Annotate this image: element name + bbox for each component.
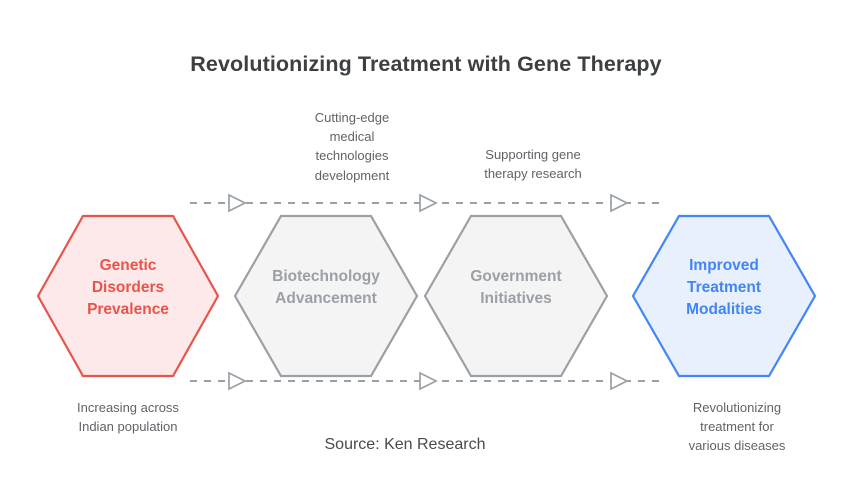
caption-line: Supporting gene bbox=[485, 147, 581, 162]
caption-line: Increasing across bbox=[77, 400, 179, 415]
caption-line: Indian population bbox=[78, 419, 178, 435]
hexagon-biotechnology-advancement[interactable] bbox=[233, 214, 419, 378]
caption-line: various diseases bbox=[688, 438, 786, 454]
caption-line: Cutting-edge bbox=[314, 110, 390, 125]
caption-line: Revolutionizing bbox=[692, 400, 782, 415]
page-title: Revolutionizing Treatment with Gene Ther… bbox=[190, 52, 662, 76]
bottom-arrow-icon-1 bbox=[228, 371, 247, 391]
top-arrow-icon-1 bbox=[228, 193, 247, 213]
caption-line: development bbox=[314, 167, 390, 183]
top-arrow-icon-3 bbox=[610, 193, 629, 213]
caption-line: technologies bbox=[315, 148, 389, 164]
caption-line: treatment for bbox=[700, 419, 774, 435]
hexagon-government-initiatives[interactable] bbox=[423, 214, 609, 378]
bottom-arrow-icon-2 bbox=[419, 371, 438, 391]
hexagon-improved-treatment-modalities[interactable] bbox=[631, 214, 817, 378]
caption-genetic-disorders-prevalence: Increasing across Indian population bbox=[48, 398, 208, 436]
top-flow-connector bbox=[190, 193, 660, 213]
caption-line: therapy research bbox=[484, 166, 582, 182]
bottom-flow-connector bbox=[190, 371, 660, 391]
source-note: Source: Ken Research bbox=[324, 436, 486, 453]
caption-line: medical bbox=[329, 129, 375, 145]
caption-biotechnology-advancement: Cutting-edge medical technologies develo… bbox=[277, 108, 427, 185]
caption-improved-treatment-modalities: Revolutionizing treatment for various di… bbox=[657, 398, 817, 456]
hexagon-genetic-disorders-prevalence[interactable] bbox=[36, 214, 220, 378]
bottom-arrow-icon-3 bbox=[610, 371, 629, 391]
top-arrow-icon-2 bbox=[419, 193, 438, 213]
caption-government-initiatives: Supporting gene therapy research bbox=[453, 145, 613, 183]
